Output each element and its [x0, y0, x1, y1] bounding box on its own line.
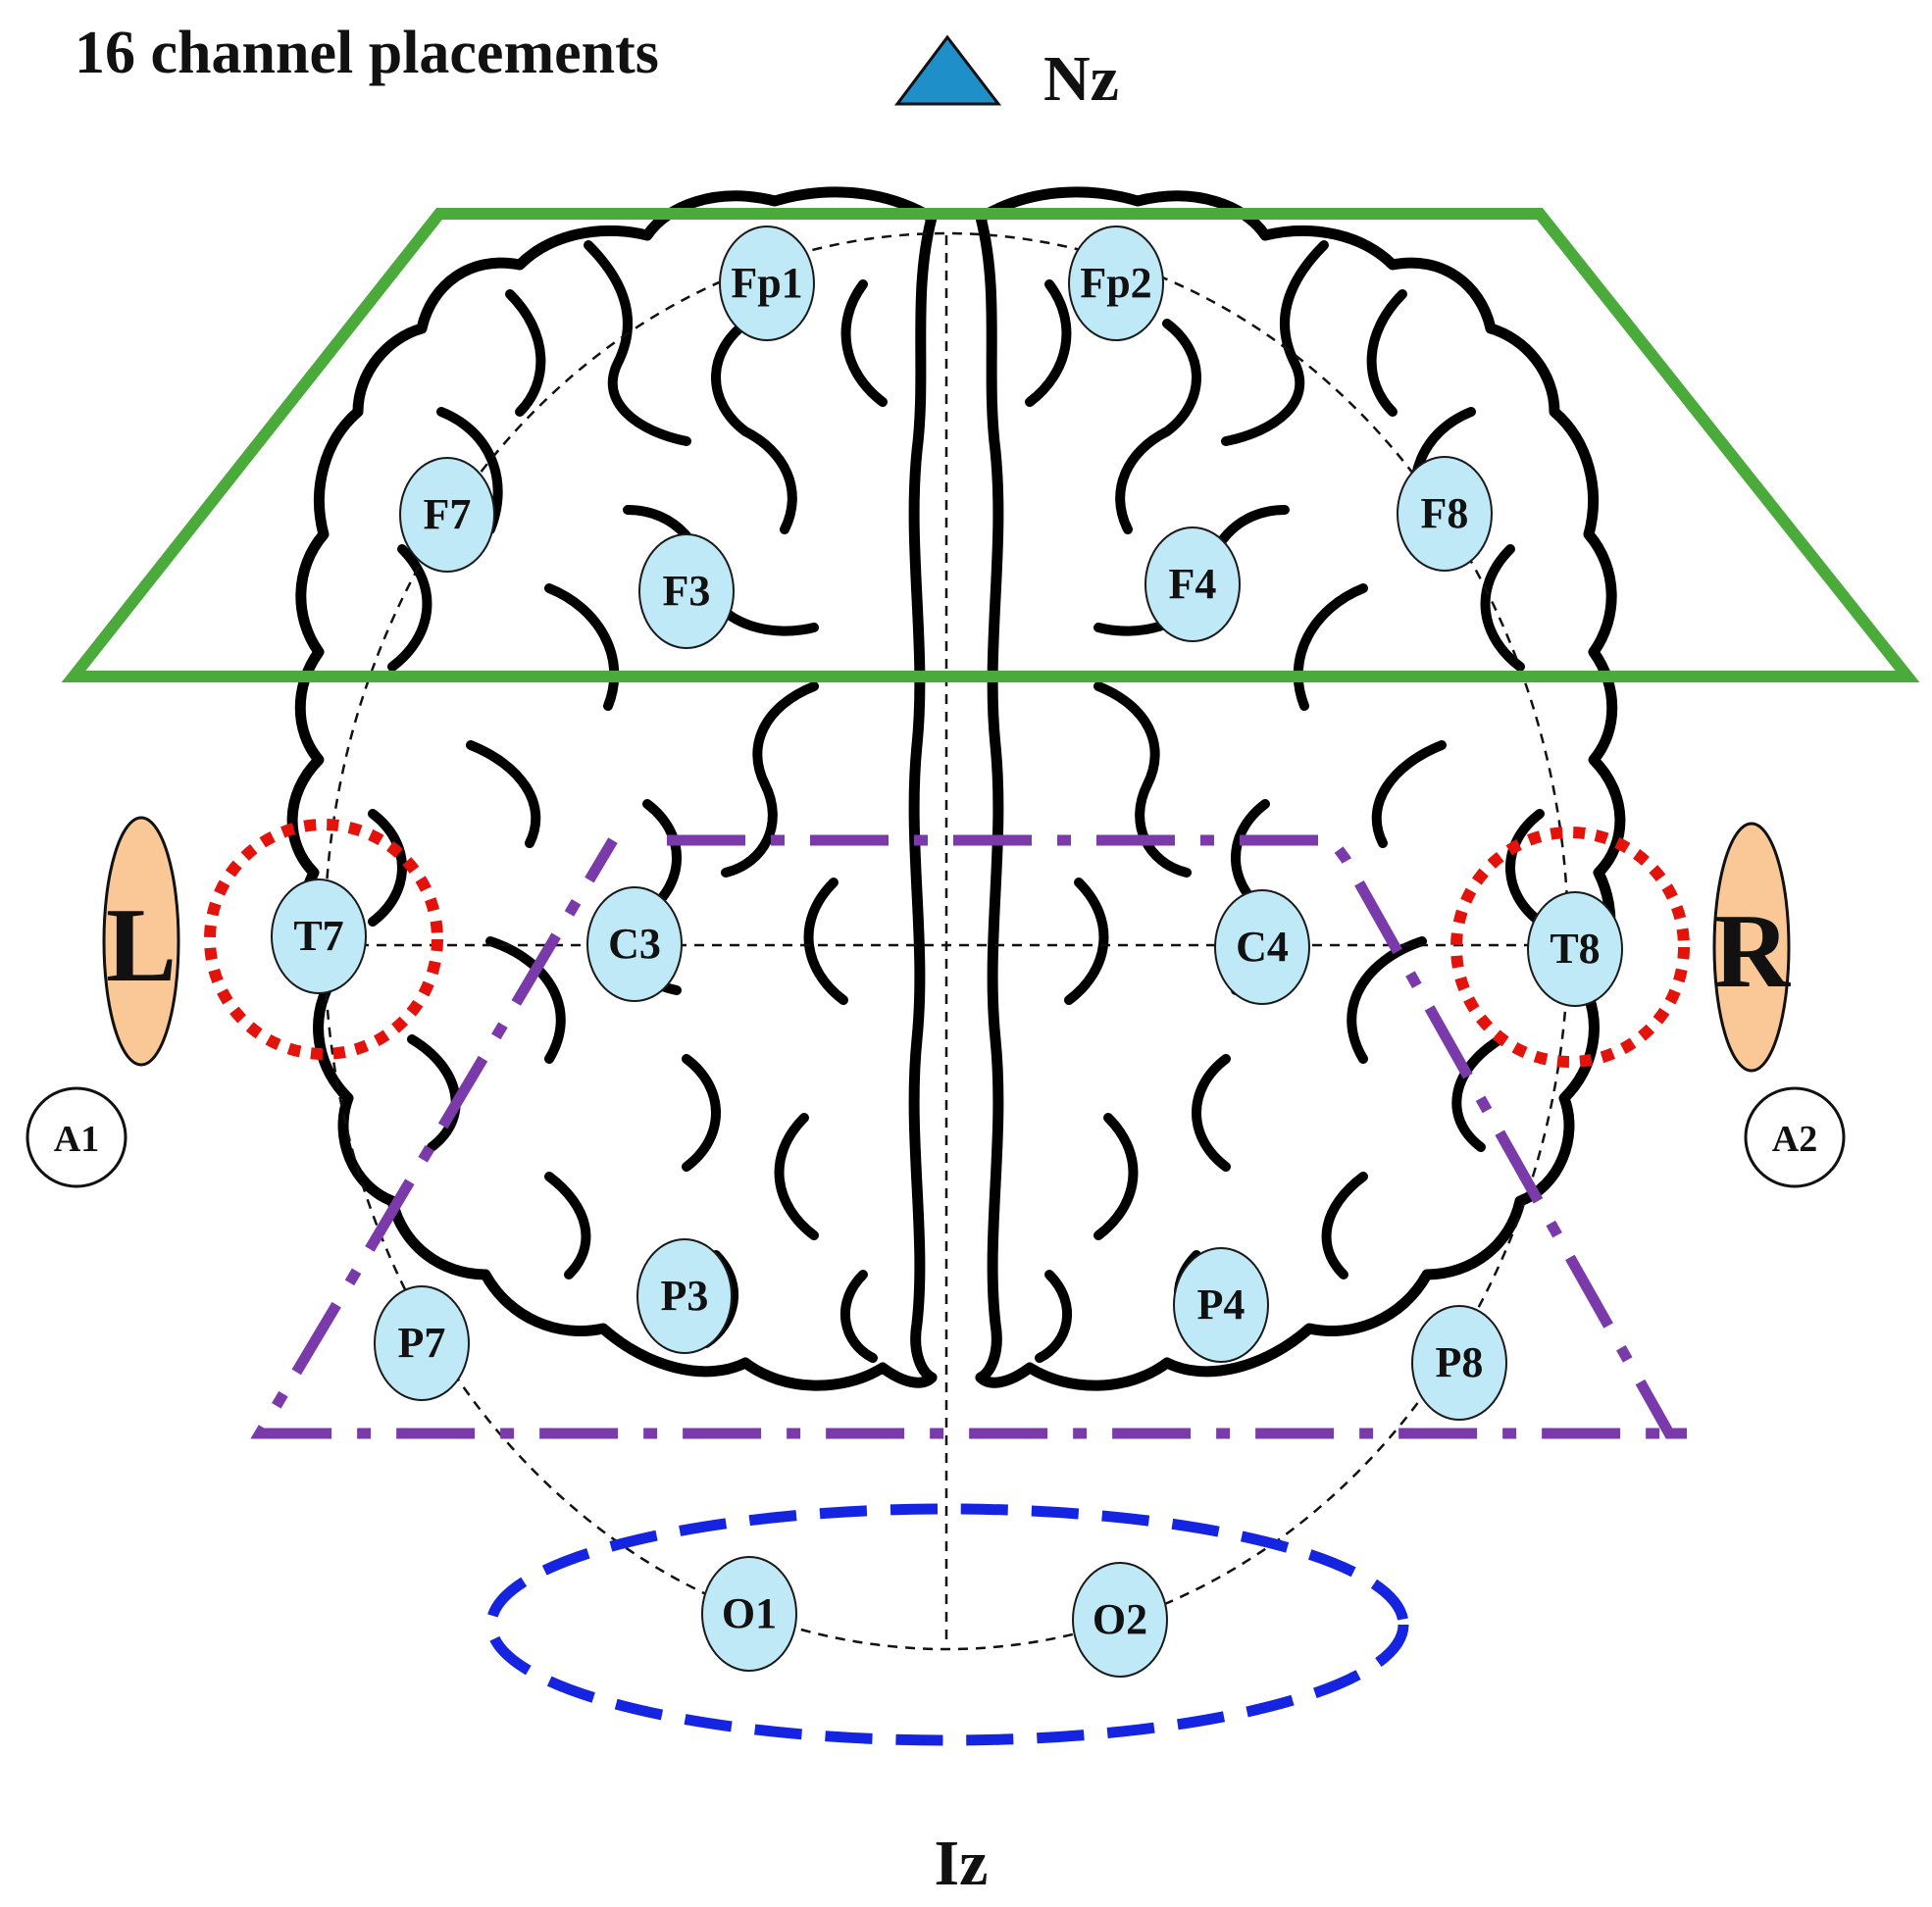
svg-text:P4: P4 [1197, 1280, 1246, 1329]
electrode-o1: O1 [701, 1556, 797, 1672]
frontal-region-outline [61, 208, 1920, 682]
reference-a1: A1 [25, 1086, 127, 1188]
electrode-t7: T7 [271, 878, 367, 994]
svg-text:T7: T7 [293, 912, 343, 960]
nasion-label: Nz [1043, 43, 1119, 115]
svg-text:O2: O2 [1093, 1595, 1147, 1643]
svg-text:O1: O1 [722, 1589, 777, 1637]
svg-text:C4: C4 [1236, 923, 1289, 971]
svg-text:Fp1: Fp1 [731, 259, 802, 307]
nasion-triangle-icon [894, 34, 1002, 106]
temporal-left-region-outline [204, 819, 443, 1060]
svg-text:P3: P3 [661, 1272, 709, 1320]
electrode-c4: C4 [1214, 889, 1310, 1005]
electrode-f4: F4 [1144, 527, 1241, 642]
svg-text:A2: A2 [1772, 1119, 1817, 1160]
brain-outline [286, 186, 1626, 1391]
diagram-title: 16 channel placements [75, 20, 659, 86]
electrode-c3: C3 [586, 886, 683, 1002]
electrode-p7: P7 [374, 1285, 470, 1401]
electrode-o2: O2 [1072, 1562, 1168, 1678]
electrode-f7: F7 [399, 457, 495, 573]
left-ear-icon [102, 816, 180, 1067]
svg-text:T8: T8 [1550, 925, 1600, 973]
svg-text:F7: F7 [424, 490, 472, 538]
right-ear-letter: R [1713, 893, 1791, 1010]
electrode-fp1: Fp1 [719, 226, 815, 341]
left-ear-letter: L [106, 887, 177, 1004]
right-ear-icon [1712, 822, 1791, 1073]
electrode-p3: P3 [636, 1238, 733, 1354]
electrode-p8: P8 [1411, 1305, 1507, 1421]
electrode-p4: P4 [1173, 1247, 1269, 1363]
svg-text:F4: F4 [1169, 560, 1217, 608]
svg-text:F8: F8 [1421, 489, 1469, 537]
reference-a2: A2 [1744, 1086, 1846, 1188]
temporal-right-region-outline [1450, 827, 1690, 1068]
svg-text:A1: A1 [54, 1119, 99, 1160]
electrode-fp2: Fp2 [1068, 226, 1164, 341]
occipital-region-outline [485, 1503, 1409, 1746]
inion-label: Iz [935, 1828, 989, 1899]
electrode-f8: F8 [1397, 456, 1493, 572]
svg-text:P7: P7 [398, 1319, 446, 1367]
electrode-t8: T8 [1527, 891, 1623, 1007]
svg-text:F3: F3 [663, 567, 711, 615]
svg-text:P8: P8 [1436, 1338, 1484, 1386]
electrode-f3: F3 [638, 533, 735, 649]
svg-text:Fp2: Fp2 [1080, 259, 1151, 307]
central-parietal-region-outline [250, 834, 1687, 1439]
svg-text:C3: C3 [608, 920, 661, 968]
